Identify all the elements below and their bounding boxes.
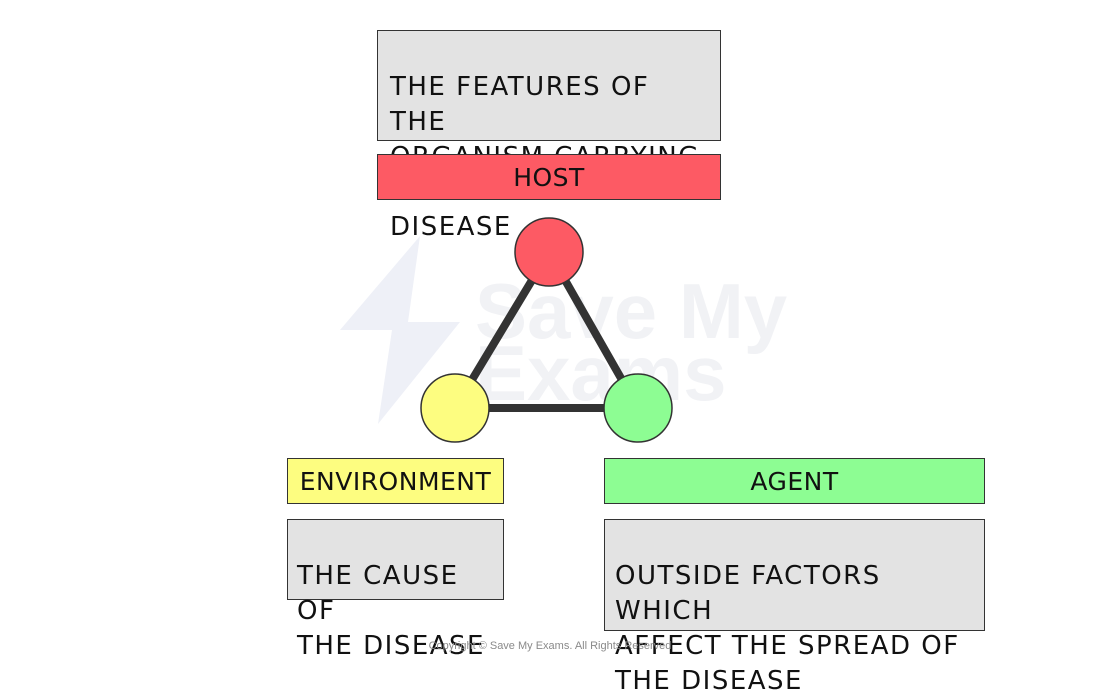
environment-description-text: THE CAUSE OF THE DISEASE xyxy=(297,561,485,661)
environment-description-box: THE CAUSE OF THE DISEASE xyxy=(287,519,504,661)
host-label: HOST xyxy=(513,162,585,192)
disease-triangle xyxy=(420,217,673,443)
agent-description-box: OUTSIDE FACTORS WHICH AFFECT THE SPREAD … xyxy=(604,519,985,696)
host-label-box: HOST xyxy=(377,154,721,200)
host-node xyxy=(514,217,584,287)
copyright-text: Copyright © Save My Exams. All Rights Re… xyxy=(428,640,672,652)
environment-label: ENVIRONMENT xyxy=(299,466,492,496)
agent-label: AGENT xyxy=(750,466,839,496)
watermark-logo-icon xyxy=(340,236,460,424)
environment-label-box: ENVIRONMENT xyxy=(287,458,504,504)
agent-description-text: OUTSIDE FACTORS WHICH AFFECT THE SPREAD … xyxy=(615,561,960,696)
environment-node xyxy=(420,373,490,443)
agent-node xyxy=(603,373,673,443)
agent-label-box: AGENT xyxy=(604,458,985,504)
